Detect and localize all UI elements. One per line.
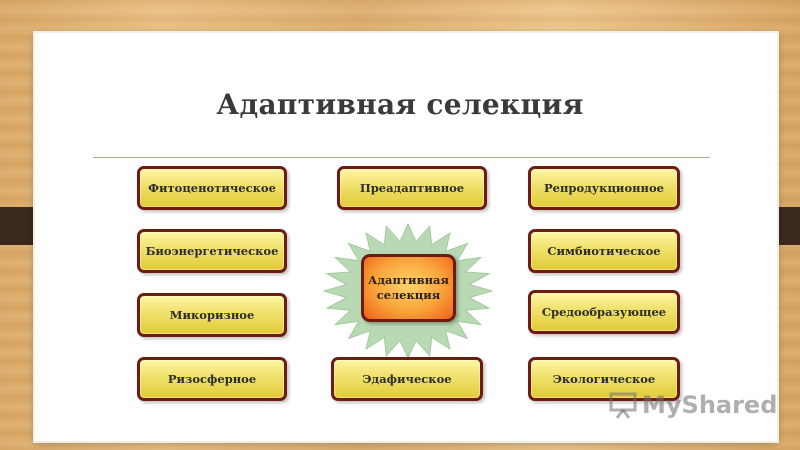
node-symbiotic: Симбиотическое [528, 229, 680, 273]
center-node: Адаптивная селекция [361, 254, 456, 322]
node-rhizospheric: Ризосферное [137, 357, 287, 401]
watermark: MyShared [608, 390, 777, 420]
node-reproductive: Репродукционное [528, 166, 680, 210]
watermark-text: MyShared [642, 391, 778, 419]
presentation-board-icon [609, 392, 637, 419]
node-ecological: Экологическое [528, 357, 680, 401]
node-edaphic: Эдафическое [331, 357, 483, 401]
center-node-line1: Адаптивная [368, 273, 449, 288]
node-mycorrhizal: Микоризное [137, 293, 287, 337]
node-bioenergetic: Биоэнергетическое [137, 229, 287, 273]
node-phytocenotic: Фитоценотическое [137, 166, 287, 210]
center-node-line2: селекция [376, 288, 441, 302]
node-environment-forming: Средообразующее [528, 290, 680, 334]
title-divider [93, 157, 710, 158]
slide-title: Адаптивная селекция [216, 88, 584, 121]
node-preadaptive: Преадаптивное [337, 166, 487, 210]
